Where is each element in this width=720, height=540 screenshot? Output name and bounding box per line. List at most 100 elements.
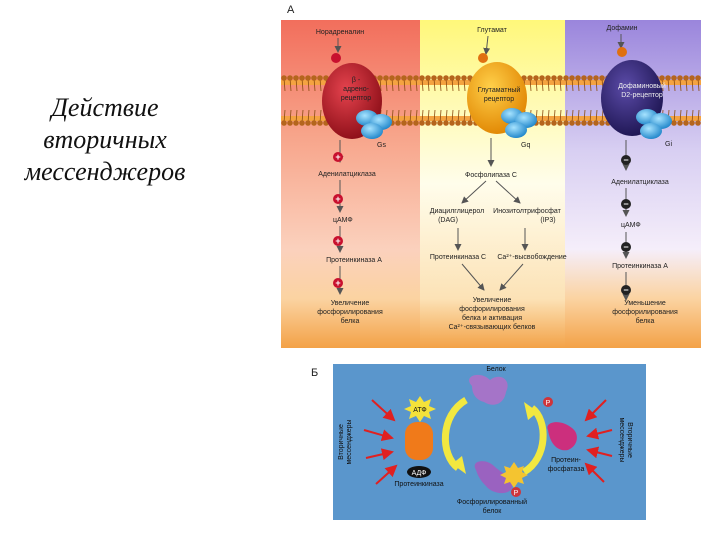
lipid-head xyxy=(569,120,575,126)
lipid-head xyxy=(281,75,287,81)
protein-kinase-shape xyxy=(405,422,433,460)
lipid-head xyxy=(575,75,581,81)
lipid-head xyxy=(683,75,689,81)
result-label: белка и активация xyxy=(462,314,522,322)
camp-label: цАМФ xyxy=(333,217,353,224)
lipid-head xyxy=(683,120,689,126)
minus-sign xyxy=(621,155,631,165)
protein-phosphatase-shape xyxy=(547,422,577,451)
lipid-head xyxy=(413,120,419,126)
lipid-head xyxy=(557,120,563,126)
calcium-release-label: Ca²⁺-высвобождение xyxy=(497,253,566,261)
lipid-head xyxy=(311,120,317,126)
lipid-head xyxy=(563,120,569,126)
lipid-head xyxy=(287,75,293,81)
kinase-label: Протеинкиназа xyxy=(394,481,443,488)
ligand-dot xyxy=(478,53,488,63)
phospho-protein-label: белок xyxy=(483,507,503,515)
lipid-head xyxy=(695,75,701,81)
lipid-head xyxy=(599,75,605,81)
lipid-head xyxy=(581,120,587,126)
lipid-head xyxy=(593,120,599,126)
side-label-right: мессенджеры xyxy=(618,417,625,462)
lipid-head xyxy=(407,120,413,126)
pkc-label: Протеинкиназа С xyxy=(430,254,486,261)
protein-label: Белок xyxy=(486,366,506,373)
side-label-left: мессенджеры xyxy=(346,419,353,464)
result-label: белка xyxy=(341,317,360,325)
messenger-arrows-right xyxy=(584,399,613,483)
lipid-head xyxy=(689,75,695,81)
phosphate-dot xyxy=(543,397,553,407)
lipid-head xyxy=(461,75,467,81)
slide-title: Действие вторичных мессенджеров xyxy=(10,92,200,188)
adenylate-cyclase-label: Аденилатциклаза xyxy=(318,171,376,178)
g-protein-gq xyxy=(501,108,537,138)
lipid-head xyxy=(689,120,695,126)
lipid-head xyxy=(539,120,545,126)
lipid-head xyxy=(317,120,323,126)
lipid-head xyxy=(395,75,401,81)
panel-a-label: А xyxy=(287,4,295,16)
lipid-head xyxy=(305,120,311,126)
atp-burst xyxy=(404,396,436,422)
lipid-head xyxy=(551,120,557,126)
result-label: фосфорилирования xyxy=(317,309,383,316)
lipid-head xyxy=(419,120,425,126)
result-label: фосфорилирования xyxy=(612,309,678,316)
lipid-head xyxy=(563,75,569,81)
lipid-head xyxy=(443,75,449,81)
receptor-label: рецептор xyxy=(341,95,371,102)
lipid-head xyxy=(419,75,425,81)
lipid-head xyxy=(407,75,413,81)
lipid-head xyxy=(443,120,449,126)
receptor-label: β - xyxy=(352,77,361,84)
phosphatase-label: фосфатаза xyxy=(548,466,585,473)
minus-sign-text: − xyxy=(623,199,628,209)
lipid-head xyxy=(545,120,551,126)
pka-label: Протеинкиназа А xyxy=(326,257,382,264)
dag-label: (DAG) xyxy=(438,217,458,224)
lipid-head xyxy=(293,75,299,81)
lipid-head xyxy=(299,75,305,81)
messenger-arrows-left xyxy=(363,399,398,485)
lipid-head xyxy=(575,120,581,126)
lipid-head xyxy=(311,75,317,81)
lipid-head xyxy=(317,75,323,81)
adp-label: АДФ xyxy=(412,470,427,477)
lipid-head xyxy=(389,75,395,81)
lipid-head xyxy=(461,120,467,126)
lipid-head xyxy=(395,120,401,126)
ligand-norepinephrine: Норадреналин xyxy=(316,29,364,36)
lipid-head xyxy=(293,120,299,126)
lipid-head xyxy=(377,75,383,81)
minus-sign-text: − xyxy=(623,285,628,295)
pka-label: Протеинкиназа А xyxy=(612,263,668,270)
panel-a: Норадреналин β - адрено- рецептор Gs + А… xyxy=(281,20,701,348)
phospho-protein-label: Фосфорилированный xyxy=(457,498,527,506)
panel-b: Белок Вторичные мессенджеры Вторичные ме… xyxy=(333,364,646,520)
phosphate-label: P xyxy=(546,400,551,407)
panel-b-label: Б xyxy=(311,367,318,379)
lipid-head xyxy=(527,75,533,81)
g-protein-gs xyxy=(356,110,392,139)
lipid-head xyxy=(665,75,671,81)
plus-sign xyxy=(333,152,343,162)
minus-sign-text: − xyxy=(623,242,628,252)
lipid-head xyxy=(671,75,677,81)
side-label-left: Вторичные xyxy=(338,424,345,460)
lipid-head xyxy=(281,120,287,126)
lipid-head xyxy=(425,120,431,126)
g-protein-label: Gq xyxy=(521,142,530,149)
ligand-dot xyxy=(331,53,341,63)
g-protein-gi xyxy=(636,109,672,139)
lipid-head xyxy=(401,75,407,81)
lipid-head xyxy=(533,75,539,81)
receptor-label: D2-рецептор xyxy=(621,92,663,99)
plus-sign-text: + xyxy=(335,278,340,288)
dag-label: Диацилглицерол xyxy=(430,208,484,215)
lipid-head xyxy=(425,75,431,81)
plus-sign-text: + xyxy=(335,194,340,204)
lipid-head xyxy=(677,120,683,126)
